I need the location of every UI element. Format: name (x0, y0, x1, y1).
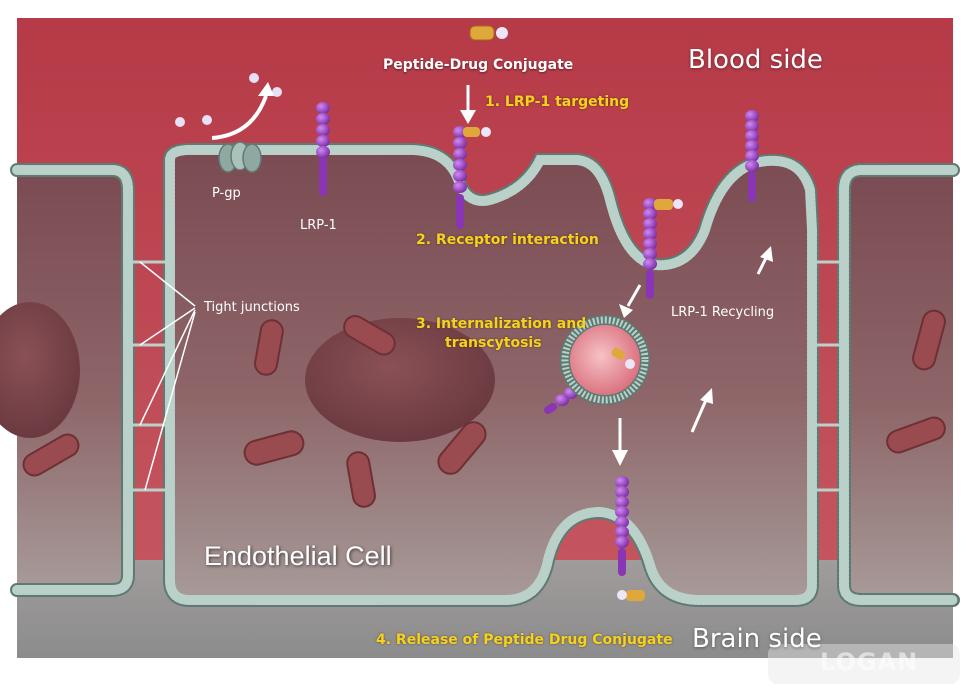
receptor-bead (453, 170, 467, 182)
receptor-bead (555, 394, 569, 406)
receptor-bead (643, 238, 657, 250)
step-3-label-line2: transcytosis (445, 335, 542, 351)
transcytosis-vesicle (560, 315, 650, 405)
receptor-bead (643, 208, 657, 220)
efflux-arrow (211, 95, 268, 140)
receptor-bead (615, 536, 629, 548)
pgp-label: P-gp (212, 186, 241, 201)
step-4-label: 4. Release of Peptide Drug Conjugate (376, 632, 673, 648)
pgp-transporter (218, 141, 262, 173)
blood-side-label: Blood side (688, 45, 823, 75)
peptide-drug-conjugates (463, 25, 683, 601)
receptor-bead (643, 258, 657, 270)
receptor-bead (745, 140, 759, 152)
receptor-bead (643, 228, 657, 240)
receptor-bead (615, 486, 629, 498)
receptor-stem (544, 403, 557, 414)
watermark-text: LOGAN (820, 648, 919, 676)
receptor-bead (615, 516, 629, 528)
receptor-bead (745, 110, 759, 122)
membranes (10, 150, 960, 607)
receptor-bead (453, 137, 467, 149)
step-1-label: 1. LRP-1 targeting (485, 94, 630, 110)
watermark-badge (768, 644, 960, 684)
nucleus (305, 318, 495, 442)
receptor-bead (615, 506, 629, 518)
receptor-bead (615, 526, 629, 538)
receptor-bead (316, 102, 330, 114)
receptor-bead (615, 496, 629, 508)
receptor-bead (453, 148, 467, 160)
receptor-bead (453, 126, 467, 138)
process-arrows (460, 85, 773, 466)
receptor-bead (745, 130, 759, 142)
right-cell (844, 170, 953, 600)
receptor-bead (316, 146, 330, 158)
receptor-bead (643, 198, 657, 210)
left-nucleus (0, 302, 80, 438)
receptor-bead (745, 120, 759, 132)
conjugate-label: Peptide-Drug Conjugate (383, 57, 574, 73)
receptor-bead (316, 113, 330, 125)
mitochondria (22, 309, 946, 508)
efflux-arrowhead (258, 82, 274, 96)
brain-side-label: Brain side (692, 624, 822, 654)
receptor-bead (745, 150, 759, 162)
tight-junction-pointers (139, 261, 196, 491)
receptor-bead (643, 248, 657, 260)
tight-junctions-label: Tight junctions (204, 300, 300, 315)
lrp1-label: LRP-1 (300, 218, 337, 233)
recycling-label: LRP-1 Recycling (671, 305, 775, 320)
step-2-label: 2. Receptor interaction (416, 232, 599, 248)
receptor-bead (316, 135, 330, 147)
receptor-bead (643, 218, 657, 230)
receptor-bead (453, 181, 467, 193)
receptor-bead (615, 476, 629, 488)
receptor-bead (316, 124, 330, 136)
receptor-bead (453, 159, 467, 171)
step-3-label-line1: 3. Internalization and (416, 316, 587, 332)
efflux-molecules (175, 73, 282, 127)
receptor-bead (745, 160, 759, 172)
endothelial-cell-label: Endothelial Cell (204, 541, 392, 571)
